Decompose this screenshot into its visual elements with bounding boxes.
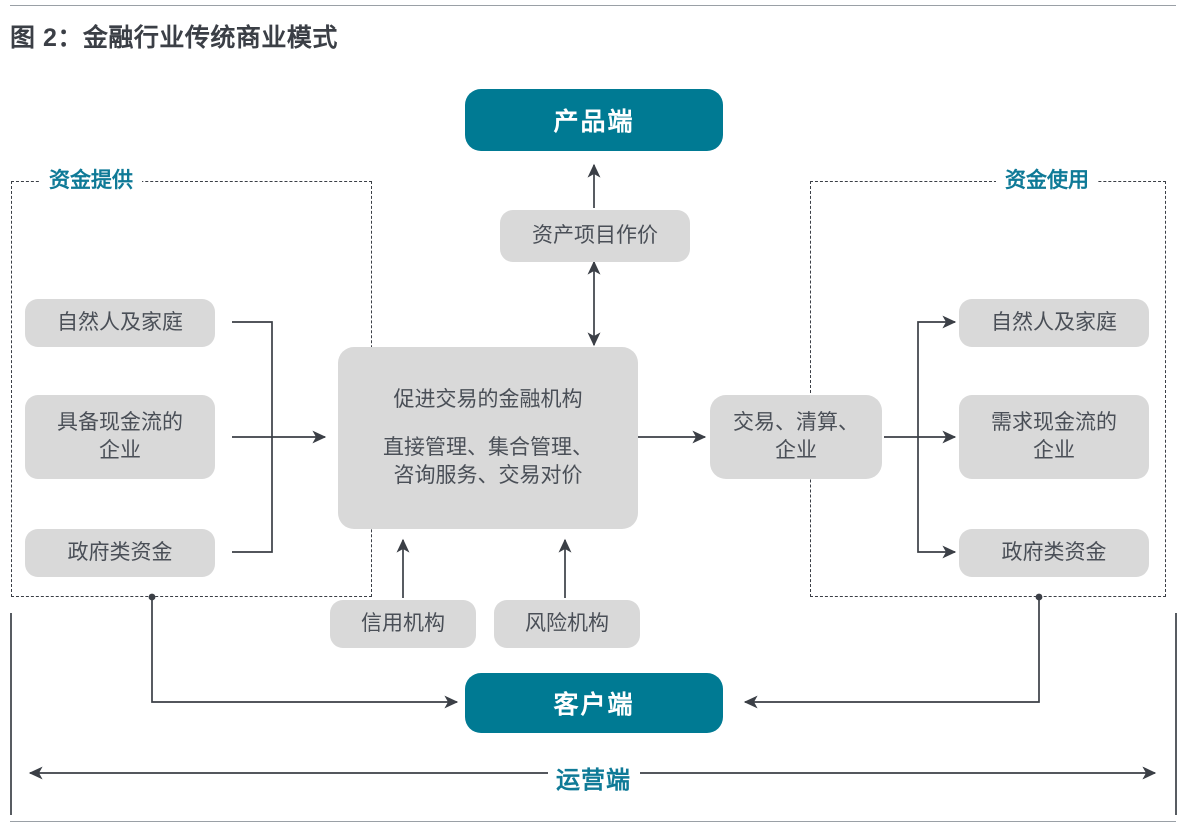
node-line-1: 具备现金流的 <box>57 411 183 435</box>
node-demand-individual[interactable]: 自然人及家庭 <box>959 299 1149 347</box>
group-label-demand: 资金使用 <box>996 170 1098 191</box>
node-supply-individual[interactable]: 自然人及家庭 <box>25 299 215 347</box>
node-line-1: 需求现金流的 <box>991 411 1117 435</box>
node-line-2: 企业 <box>775 439 817 462</box>
node-product-end[interactable]: 产品端 <box>465 89 723 151</box>
group-box-demand <box>810 181 1166 597</box>
node-asset-pricing[interactable]: 资产项目作价 <box>500 210 690 262</box>
node-customer-end[interactable]: 客户端 <box>465 673 723 733</box>
label-operating-end: 运营端 <box>548 760 639 795</box>
hub-detail-line-1: 直接管理、集合管理、 <box>383 435 593 459</box>
node-financial-institution-hub[interactable]: 促进交易的金融机构 直接管理、集合管理、 咨询服务、交易对价 <box>338 347 638 529</box>
hub-detail-line-2: 咨询服务、交易对价 <box>393 464 583 488</box>
hub-headline: 促进交易的金融机构 <box>393 387 583 411</box>
node-risk-agency[interactable]: 风险机构 <box>494 600 640 648</box>
node-demand-government-fund[interactable]: 政府类资金 <box>959 529 1149 577</box>
node-credit-agency[interactable]: 信用机构 <box>330 600 476 648</box>
node-demand-cashflow-enterprise[interactable]: 需求现金流的 企业 <box>959 395 1149 479</box>
node-clearing-settlement[interactable]: 交易、清算、 企业 <box>710 395 882 479</box>
node-supply-cashflow-enterprise[interactable]: 具备现金流的 企业 <box>25 395 215 479</box>
node-line-2: 企业 <box>99 439 141 462</box>
node-line-2: 企业 <box>1033 439 1075 462</box>
page-top-rule <box>10 5 1176 6</box>
node-line-1: 交易、清算、 <box>733 411 859 435</box>
group-label-supply: 资金提供 <box>40 170 142 191</box>
page-bottom-rule <box>10 821 1176 822</box>
node-supply-government-fund[interactable]: 政府类资金 <box>25 529 215 577</box>
page-title: 图 2：金融行业传统商业模式 <box>10 24 338 52</box>
